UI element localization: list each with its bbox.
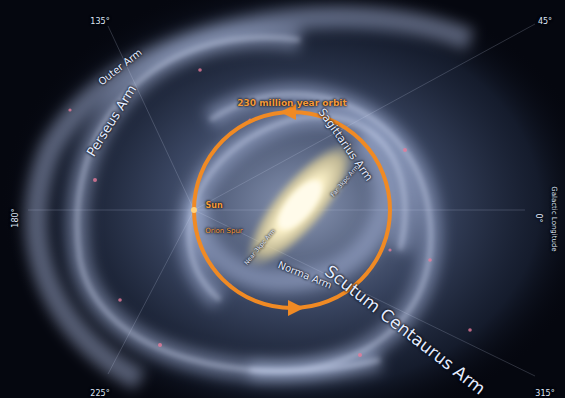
longitude-degree: 45° <box>538 18 552 27</box>
longitude-degree: 180° <box>12 208 21 227</box>
sun-label: Sun <box>205 202 222 211</box>
longitude-degree: 0° <box>534 213 543 222</box>
orbit-label: 230 million year orbit <box>237 99 346 109</box>
spur-label: Orion Spur <box>205 228 242 236</box>
longitude-degree: 135° <box>90 18 109 27</box>
longitude-degree: 315° <box>535 390 554 398</box>
axis-title: Galactic Longitude <box>549 186 557 251</box>
longitude-degree: 225° <box>90 390 109 398</box>
